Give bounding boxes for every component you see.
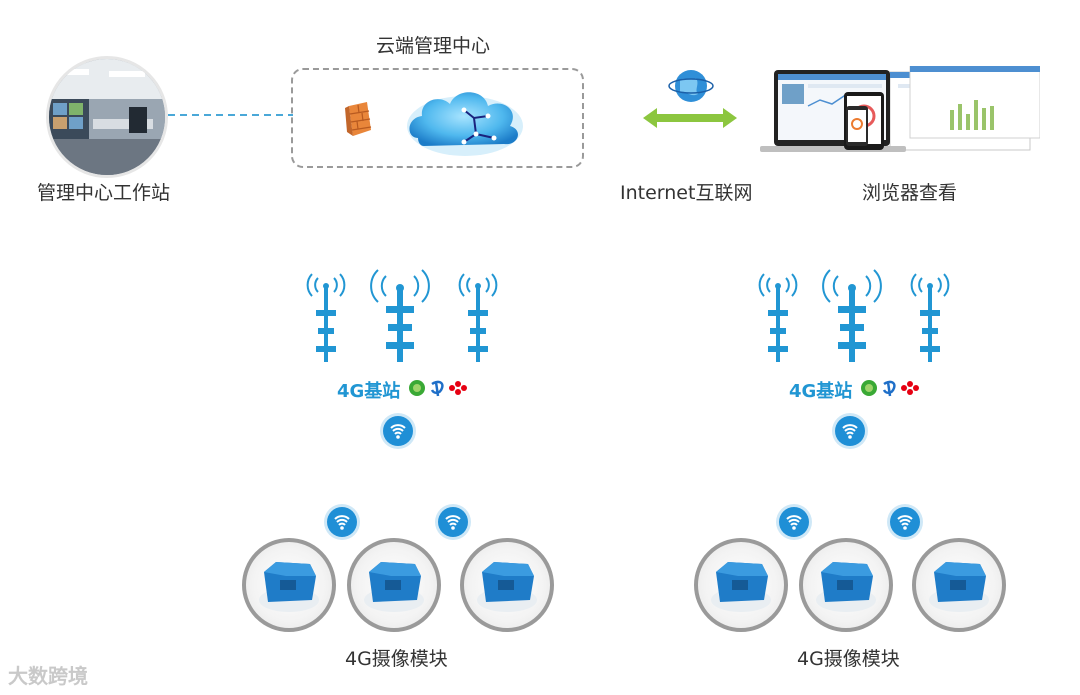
camera-module-icon [816, 562, 876, 612]
camera-module [799, 538, 893, 632]
tower-icon [306, 269, 498, 362]
cloud-title: 云端管理中心 [376, 35, 491, 57]
camera-module-label: 4G摄像模块 [345, 648, 448, 670]
camera-module [460, 538, 554, 632]
watermark: 大数跨境 [8, 664, 88, 688]
camera-module-icon [929, 562, 989, 612]
tower-icon [758, 269, 950, 362]
camera-module [912, 538, 1006, 632]
globe-icon [668, 70, 714, 102]
workstation-photo [46, 56, 168, 178]
cloud-icon [407, 92, 523, 156]
base-station-label: 4G基站 [789, 381, 853, 402]
wifi-icon [438, 507, 468, 537]
base-station-towers [300, 262, 506, 370]
camera-module-icon [259, 562, 319, 612]
browser-label: 浏览器查看 [862, 182, 958, 204]
camera-module [694, 538, 788, 632]
workstation-label: 管理中心工作站 [37, 182, 171, 204]
camera-module-icon [364, 562, 424, 612]
base-station-label: 4G基站 [337, 381, 401, 402]
camera-module [347, 538, 441, 632]
internet-label: Internet互联网 [620, 182, 753, 204]
firewall-icon [345, 102, 372, 136]
camera-module-icon [711, 562, 771, 612]
wifi-icon [835, 416, 865, 446]
devices-icon [760, 66, 1040, 152]
wifi-icon [383, 416, 413, 446]
camera-module-label: 4G摄像模块 [797, 648, 900, 670]
workstation-link-line [168, 114, 293, 116]
cloud-management-box [291, 68, 584, 168]
wifi-icon [327, 507, 357, 537]
wifi-icon [779, 507, 809, 537]
operator-logos [861, 380, 919, 397]
base-station-towers [752, 262, 958, 370]
camera-module [242, 538, 336, 632]
operator-logos [409, 380, 467, 397]
double-arrow-icon [643, 108, 737, 128]
wifi-icon [890, 507, 920, 537]
camera-module-icon [477, 562, 537, 612]
control-room-icon [49, 59, 165, 175]
